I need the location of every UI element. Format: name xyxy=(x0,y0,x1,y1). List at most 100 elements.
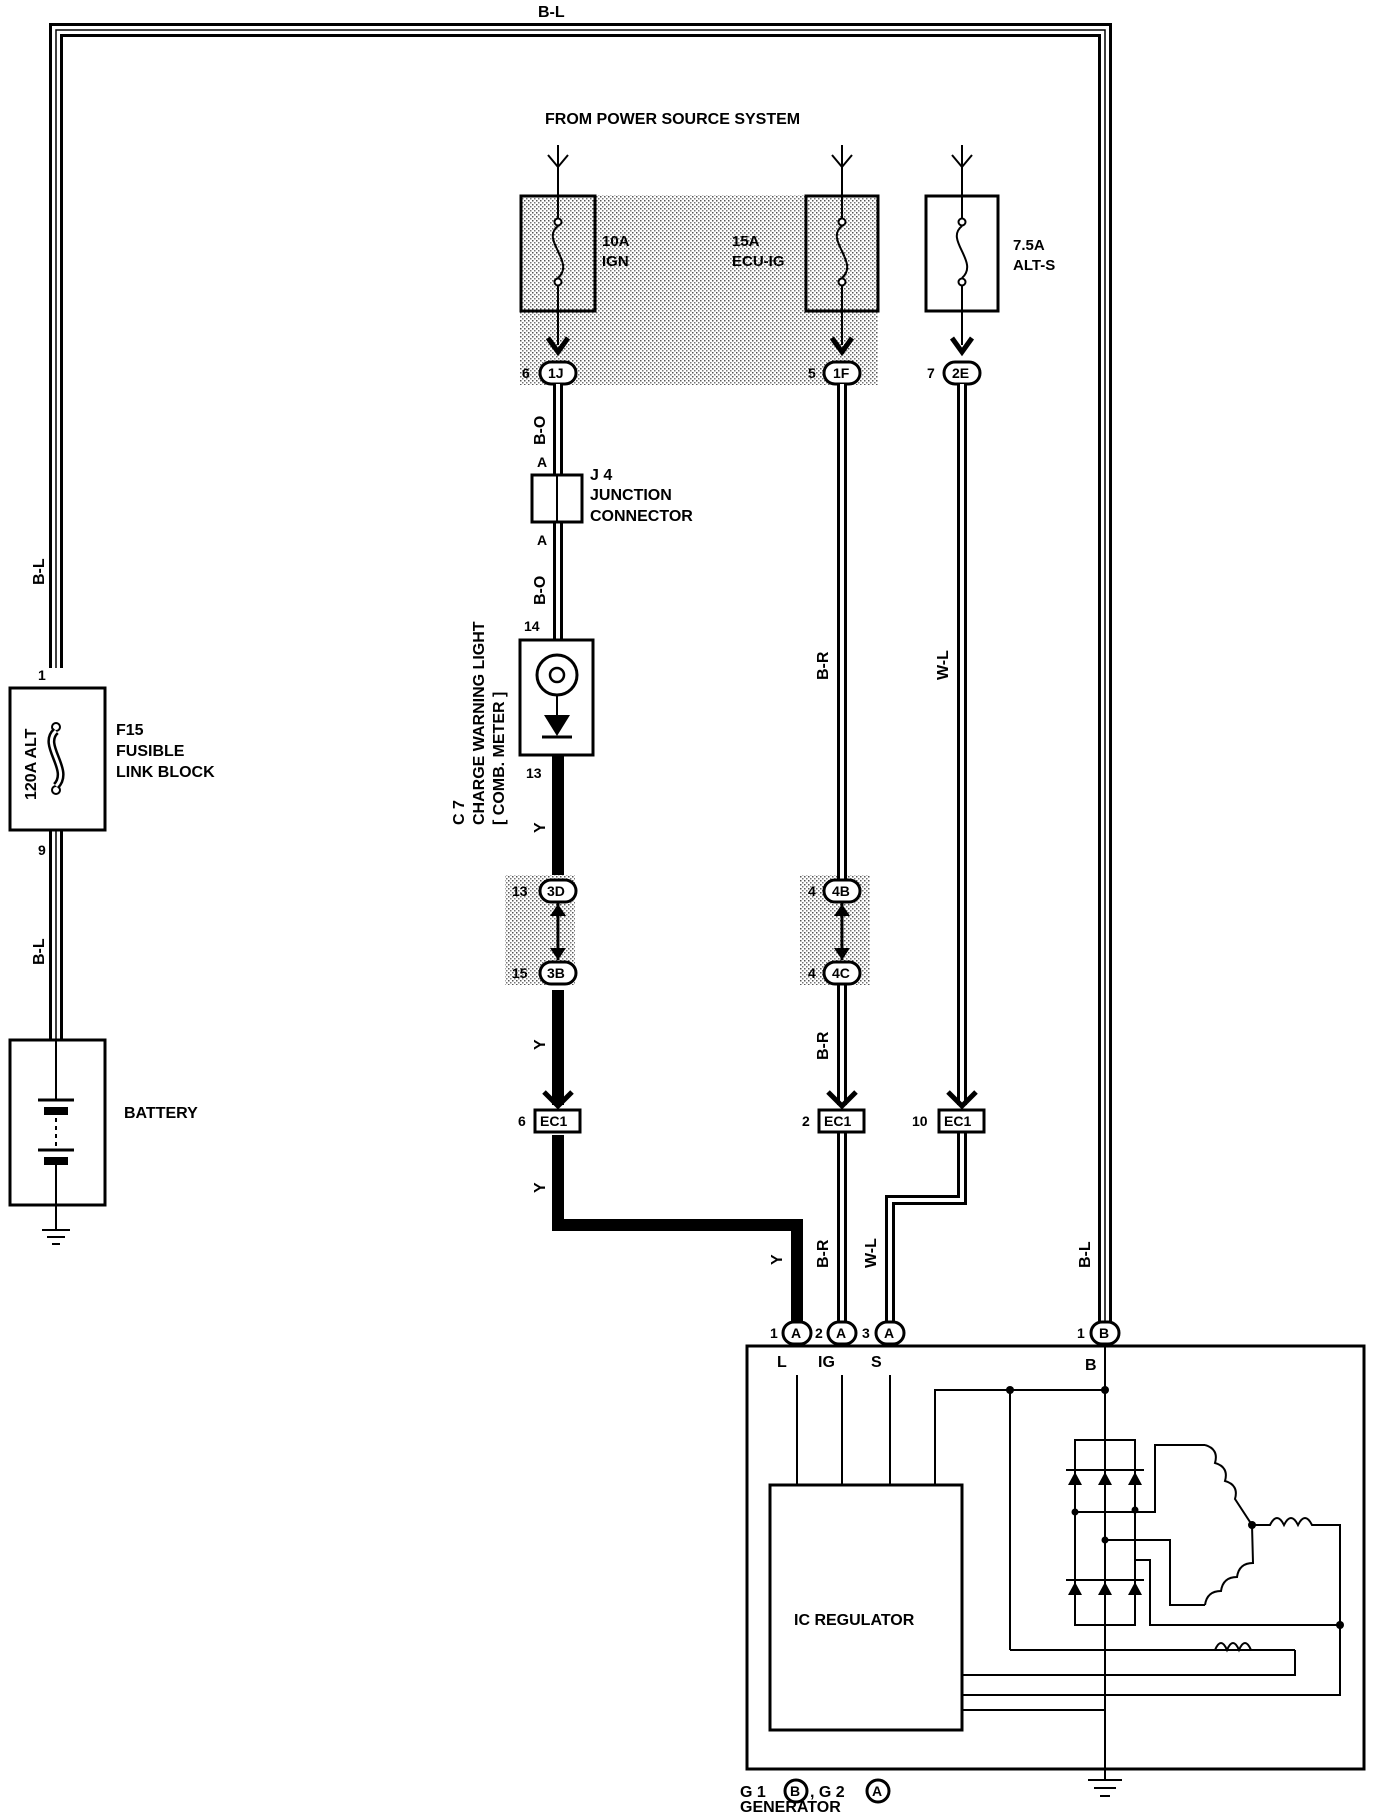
j4-pin-top: A xyxy=(537,454,547,470)
generator-term-b: B xyxy=(1085,1357,1097,1374)
generator-code-prefix: G 1 xyxy=(740,1784,766,1801)
connector-3d-pin: 13 xyxy=(512,883,528,899)
wire-label-y-1: Y xyxy=(532,822,549,833)
j4-code: J 4 xyxy=(590,467,612,484)
wire-label-wl-2: W-L xyxy=(863,1238,880,1268)
c7-code: C 7 xyxy=(451,800,468,825)
battery xyxy=(8,1038,107,1245)
connector-2e-id: 2E xyxy=(952,365,969,381)
connector-3b-id: 3B xyxy=(547,965,565,981)
connector-4c-pin: 4 xyxy=(808,965,816,981)
fusible-line2: LINK BLOCK xyxy=(116,764,215,781)
connector-ec1-wl-id: EC1 xyxy=(944,1113,971,1129)
fusible-pin-top: 1 xyxy=(38,667,46,683)
fusible-rating: 120A ALT xyxy=(23,728,40,800)
connector-3b xyxy=(538,960,578,986)
y-wire xyxy=(552,755,803,1330)
connector-ec1-y-pin: 6 xyxy=(518,1113,526,1129)
c7-sub: [ COMB. METER ] xyxy=(491,692,508,825)
connector-3b-pin: 15 xyxy=(512,965,528,981)
wire-label-left-bl-upper: B-L xyxy=(31,558,48,585)
connector-3d-3b-link xyxy=(550,902,566,960)
generator-pin-ig-conn: A xyxy=(836,1325,846,1341)
generator-conn2: A xyxy=(872,1783,882,1799)
c7-name: CHARGE WARNING LIGHT xyxy=(471,621,488,825)
connector-1j-id: 1J xyxy=(548,365,564,381)
fuse-alt-s-name: ALT-S xyxy=(1013,257,1055,274)
connector-4b-4c-link xyxy=(834,902,850,960)
power-input-arrows xyxy=(547,145,973,197)
connector-1f-pin: 5 xyxy=(808,365,816,381)
j4-line2: CONNECTOR xyxy=(590,508,693,525)
fuse-ecu-ig xyxy=(804,194,880,345)
generator-pin-s-conn: A xyxy=(884,1325,894,1341)
wire-label-right-bl: B-L xyxy=(1077,1241,1094,1268)
generator-conn1-circle xyxy=(783,1778,809,1804)
connector-2e-pin: 7 xyxy=(927,365,935,381)
fusible-link-block xyxy=(8,686,107,832)
wire-label-wl-1: W-L xyxy=(935,650,952,680)
generator-conn1: B xyxy=(790,1783,800,1799)
j4-junction-connector xyxy=(530,473,584,524)
wire-label-br-1: B-R xyxy=(815,651,832,680)
connector-ec1-y xyxy=(533,1090,582,1134)
fusible-pin-bottom: 9 xyxy=(38,842,46,858)
generator-term-l: L xyxy=(777,1354,787,1371)
generator-code-mid: , G 2 xyxy=(810,1784,845,1801)
connector-ec1-br xyxy=(817,1090,866,1134)
connector-ec1-br-pin: 2 xyxy=(802,1113,810,1129)
generator-pin-l-conn: A xyxy=(791,1325,801,1341)
fuse-alt-s xyxy=(924,194,1000,345)
wire-label-y-3: Y xyxy=(532,1182,549,1193)
fuse-ign-rating: 10A xyxy=(602,233,630,250)
wl-wire xyxy=(885,384,967,1330)
generator-pin-s-num: 3 xyxy=(862,1325,870,1341)
connector-4c-id: 4C xyxy=(832,965,850,981)
generator xyxy=(745,1320,1366,1797)
fusible-line1: FUSIBLE xyxy=(116,743,185,760)
wire-label-y-2: Y xyxy=(532,1039,549,1050)
connector-3d-id: 3D xyxy=(547,883,565,899)
connector-4b-pin: 4 xyxy=(808,883,816,899)
power-source-label: FROM POWER SOURCE SYSTEM xyxy=(545,111,800,128)
generator-pin-l-num: 1 xyxy=(770,1325,778,1341)
connector-1f-id: 1F xyxy=(833,365,850,381)
fuse-ecu-ig-name: ECU-IG xyxy=(732,253,785,270)
fuse-ign xyxy=(519,194,597,345)
wire-label-br-2: B-R xyxy=(815,1031,832,1060)
charge-warning-light xyxy=(518,638,595,757)
wire-label-bo-upper: B-O xyxy=(532,416,549,445)
connector-4b-id: 4B xyxy=(832,883,850,899)
generator-name: GENERATOR xyxy=(740,1799,841,1814)
j4-line1: JUNCTION xyxy=(590,487,672,504)
fuse-alt-s-rating: 7.5A xyxy=(1013,237,1045,254)
fusible-code: F15 xyxy=(116,722,144,739)
connector-1j-pin: 6 xyxy=(522,365,530,381)
connector-ec1-y-id: EC1 xyxy=(540,1113,567,1129)
wire-label-y-4: Y xyxy=(769,1254,786,1265)
bl-main-harness xyxy=(49,23,1112,1330)
battery-label: BATTERY xyxy=(124,1105,198,1122)
ic-regulator-label: IC REGULATOR xyxy=(794,1612,915,1629)
generator-term-s: S xyxy=(871,1354,882,1371)
fuse-ecu-ig-rating: 15A xyxy=(732,233,760,250)
generator-pin-ig-num: 2 xyxy=(815,1325,823,1341)
connector-ec1-wl xyxy=(937,1090,986,1134)
connector-ec1-br-id: EC1 xyxy=(824,1113,851,1129)
connector-entry-arrows xyxy=(545,336,975,357)
wire-label-left-bl-lower: B-L xyxy=(31,938,48,965)
c7-pin-bottom: 13 xyxy=(526,765,542,781)
generator-pin-b-conn: B xyxy=(1099,1325,1109,1341)
generator-pin-b-num: 1 xyxy=(1077,1325,1085,1341)
connector-ec1-wl-pin: 10 xyxy=(912,1113,928,1129)
wire-label-top-bl: B-L xyxy=(538,4,565,21)
connector-4c xyxy=(822,960,862,986)
j4-pin-bottom: A xyxy=(537,532,547,548)
generator-conn2-circle xyxy=(865,1778,891,1804)
generator-term-ig: IG xyxy=(818,1354,835,1371)
wire-label-br-3: B-R xyxy=(815,1239,832,1268)
c7-pin-top: 14 xyxy=(524,618,540,634)
wire-label-bo-lower: B-O xyxy=(532,576,549,605)
fuse-ign-name: IGN xyxy=(602,253,629,270)
